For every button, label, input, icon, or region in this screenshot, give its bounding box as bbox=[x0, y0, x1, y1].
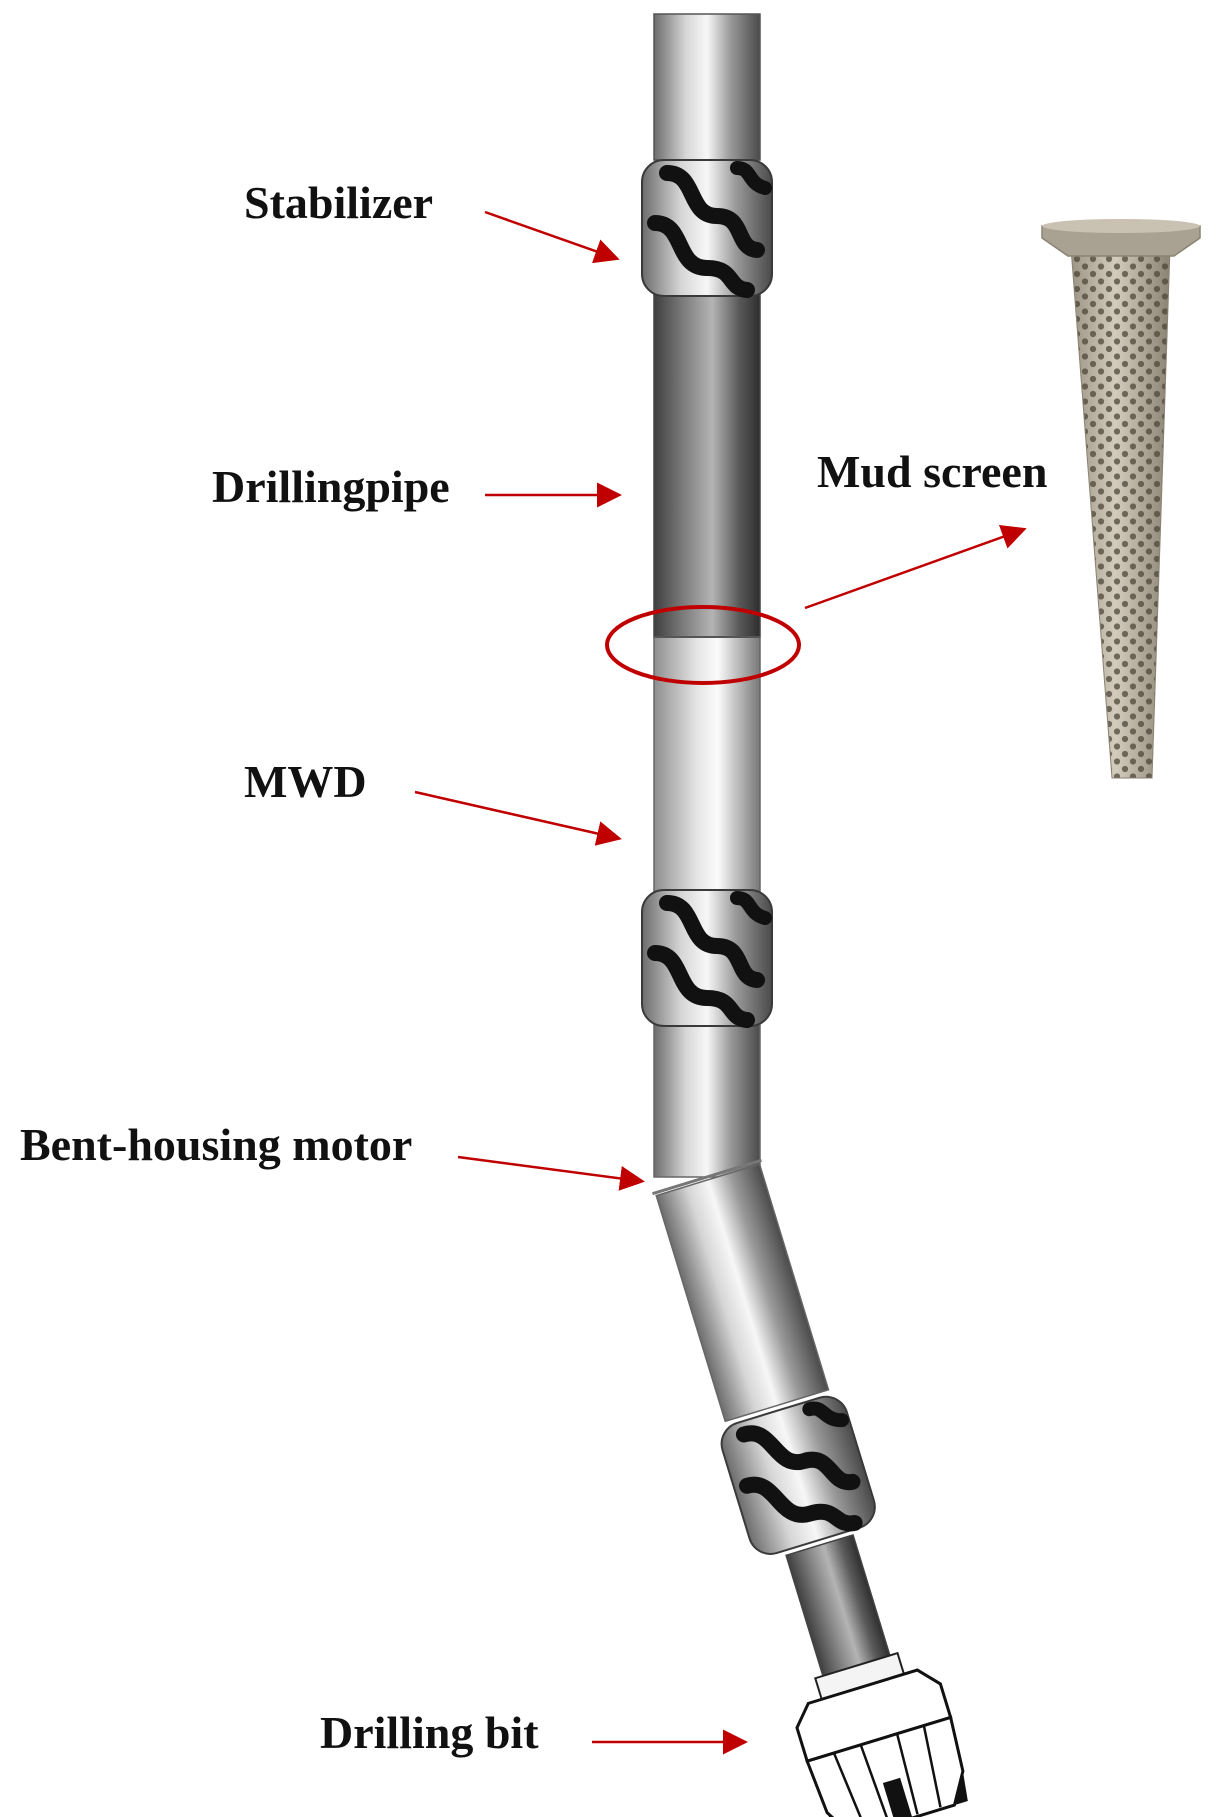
stabilizer-icon bbox=[641, 889, 773, 1028]
arrow-mud-screen bbox=[804, 525, 1027, 610]
arrow-motor bbox=[457, 1155, 645, 1191]
mud-screen-location-ring bbox=[605, 605, 801, 685]
bit-sub bbox=[785, 1534, 891, 1677]
label-mud-screen: Mud screen bbox=[817, 446, 1047, 497]
top-pipe bbox=[653, 13, 761, 161]
label-drillingpipe: Drillingpipe bbox=[212, 461, 450, 512]
stabilizer-icon bbox=[720, 1395, 876, 1555]
arrow-stabilizer bbox=[484, 210, 620, 264]
label-mwd: MWD bbox=[244, 756, 367, 807]
label-motor: Bent-housing motor bbox=[20, 1119, 412, 1170]
stabilizer-icon bbox=[641, 159, 773, 298]
mud-screen-icon bbox=[1041, 219, 1201, 779]
drill-string-bent bbox=[652, 1158, 968, 1817]
label-drilling-bit: Drilling bit bbox=[320, 1707, 539, 1758]
drill-string-upper bbox=[653, 13, 761, 1178]
mwd-tool bbox=[653, 636, 761, 894]
motor-lower-section bbox=[655, 1163, 830, 1423]
arrow-mwd bbox=[414, 790, 622, 846]
drill-bit-icon bbox=[795, 1668, 968, 1817]
callout-arrows bbox=[414, 210, 1027, 1755]
motor-upper-section bbox=[653, 1022, 761, 1178]
label-stabilizer: Stabilizer bbox=[244, 177, 433, 228]
drilling-pipe bbox=[653, 286, 761, 638]
bend-joint bbox=[652, 1158, 762, 1196]
